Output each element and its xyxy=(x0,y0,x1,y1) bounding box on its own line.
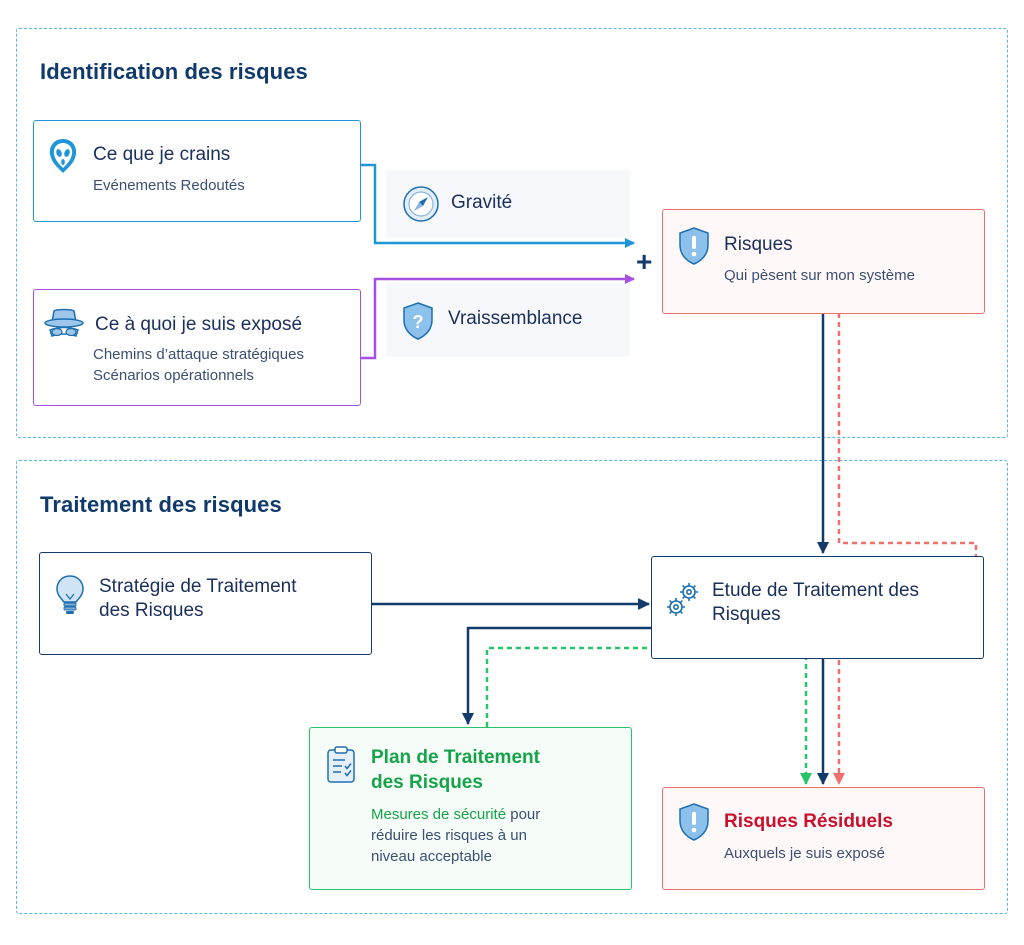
identification-section xyxy=(16,28,1008,438)
plan-sub-rest: pour xyxy=(506,806,541,823)
etude-line-1: Etude de Traitement des xyxy=(712,580,920,601)
plan-sub-1: Mesures de sécurité pour xyxy=(371,804,540,825)
gravite-label: Gravité xyxy=(451,192,513,213)
plan-box xyxy=(309,727,632,890)
risques-sub: Qui pèsent sur mon système xyxy=(724,267,915,284)
etude-box xyxy=(651,556,984,659)
etude-plan-connector xyxy=(462,626,651,725)
clipboard-icon xyxy=(327,746,355,783)
etude-line-2: Risques xyxy=(712,604,781,625)
traitement-section xyxy=(16,460,1008,914)
plan-sub-3: niveau acceptable xyxy=(371,848,492,865)
traitement-title: Traitement des risques xyxy=(40,492,282,517)
expose-sub-2: Scénarios opérationnels xyxy=(93,367,254,384)
residuels-box xyxy=(662,787,985,890)
residuels-sub: Auxquels je suis exposé xyxy=(724,845,885,862)
shield-exclamation-icon xyxy=(679,803,709,841)
spy-hat-icon xyxy=(44,308,84,337)
identification-title: Identification des risques xyxy=(40,59,308,84)
expose-title: Ce à quoi je suis exposé xyxy=(95,314,303,335)
risques-box xyxy=(662,209,985,314)
expose-sub-1: Chemins d’attaque stratégiques xyxy=(93,346,304,363)
crains-title: Ce que je crains xyxy=(93,144,231,165)
strategie-box xyxy=(39,552,372,655)
residual-risk-connector xyxy=(833,313,978,785)
risques-title: Risques xyxy=(724,234,793,255)
compass-icon xyxy=(403,186,439,222)
vraisemblance-label: Vraissemblance xyxy=(448,308,583,329)
strategie-line-1: Stratégie de Traitement xyxy=(99,576,297,597)
crains-connector xyxy=(360,163,635,248)
strategie-line-2: des Risques xyxy=(99,600,204,621)
residuels-title: Risques Résiduels xyxy=(724,811,893,832)
plus-sign: + xyxy=(636,246,653,277)
expose-box xyxy=(33,289,361,406)
crains-box xyxy=(33,120,361,222)
gears-icon xyxy=(667,583,698,616)
ghost-mask-icon xyxy=(49,139,77,173)
plan-sub-2: réduire les risques à un xyxy=(371,827,527,844)
shield-question-icon: ? xyxy=(403,302,433,340)
svg-text:?: ? xyxy=(413,312,424,332)
shield-exclamation-icon xyxy=(679,227,709,265)
expose-connector xyxy=(360,274,635,360)
plan-line-2: des Risques xyxy=(371,772,483,793)
plan-sub-highlight: Mesures de sécurité xyxy=(371,806,507,823)
plan-residuels-connector xyxy=(485,646,812,785)
crains-sub: Evénements Redoutés xyxy=(93,177,245,194)
plan-line-1: Plan de Traitement xyxy=(371,747,540,768)
lightbulb-icon xyxy=(56,575,84,614)
